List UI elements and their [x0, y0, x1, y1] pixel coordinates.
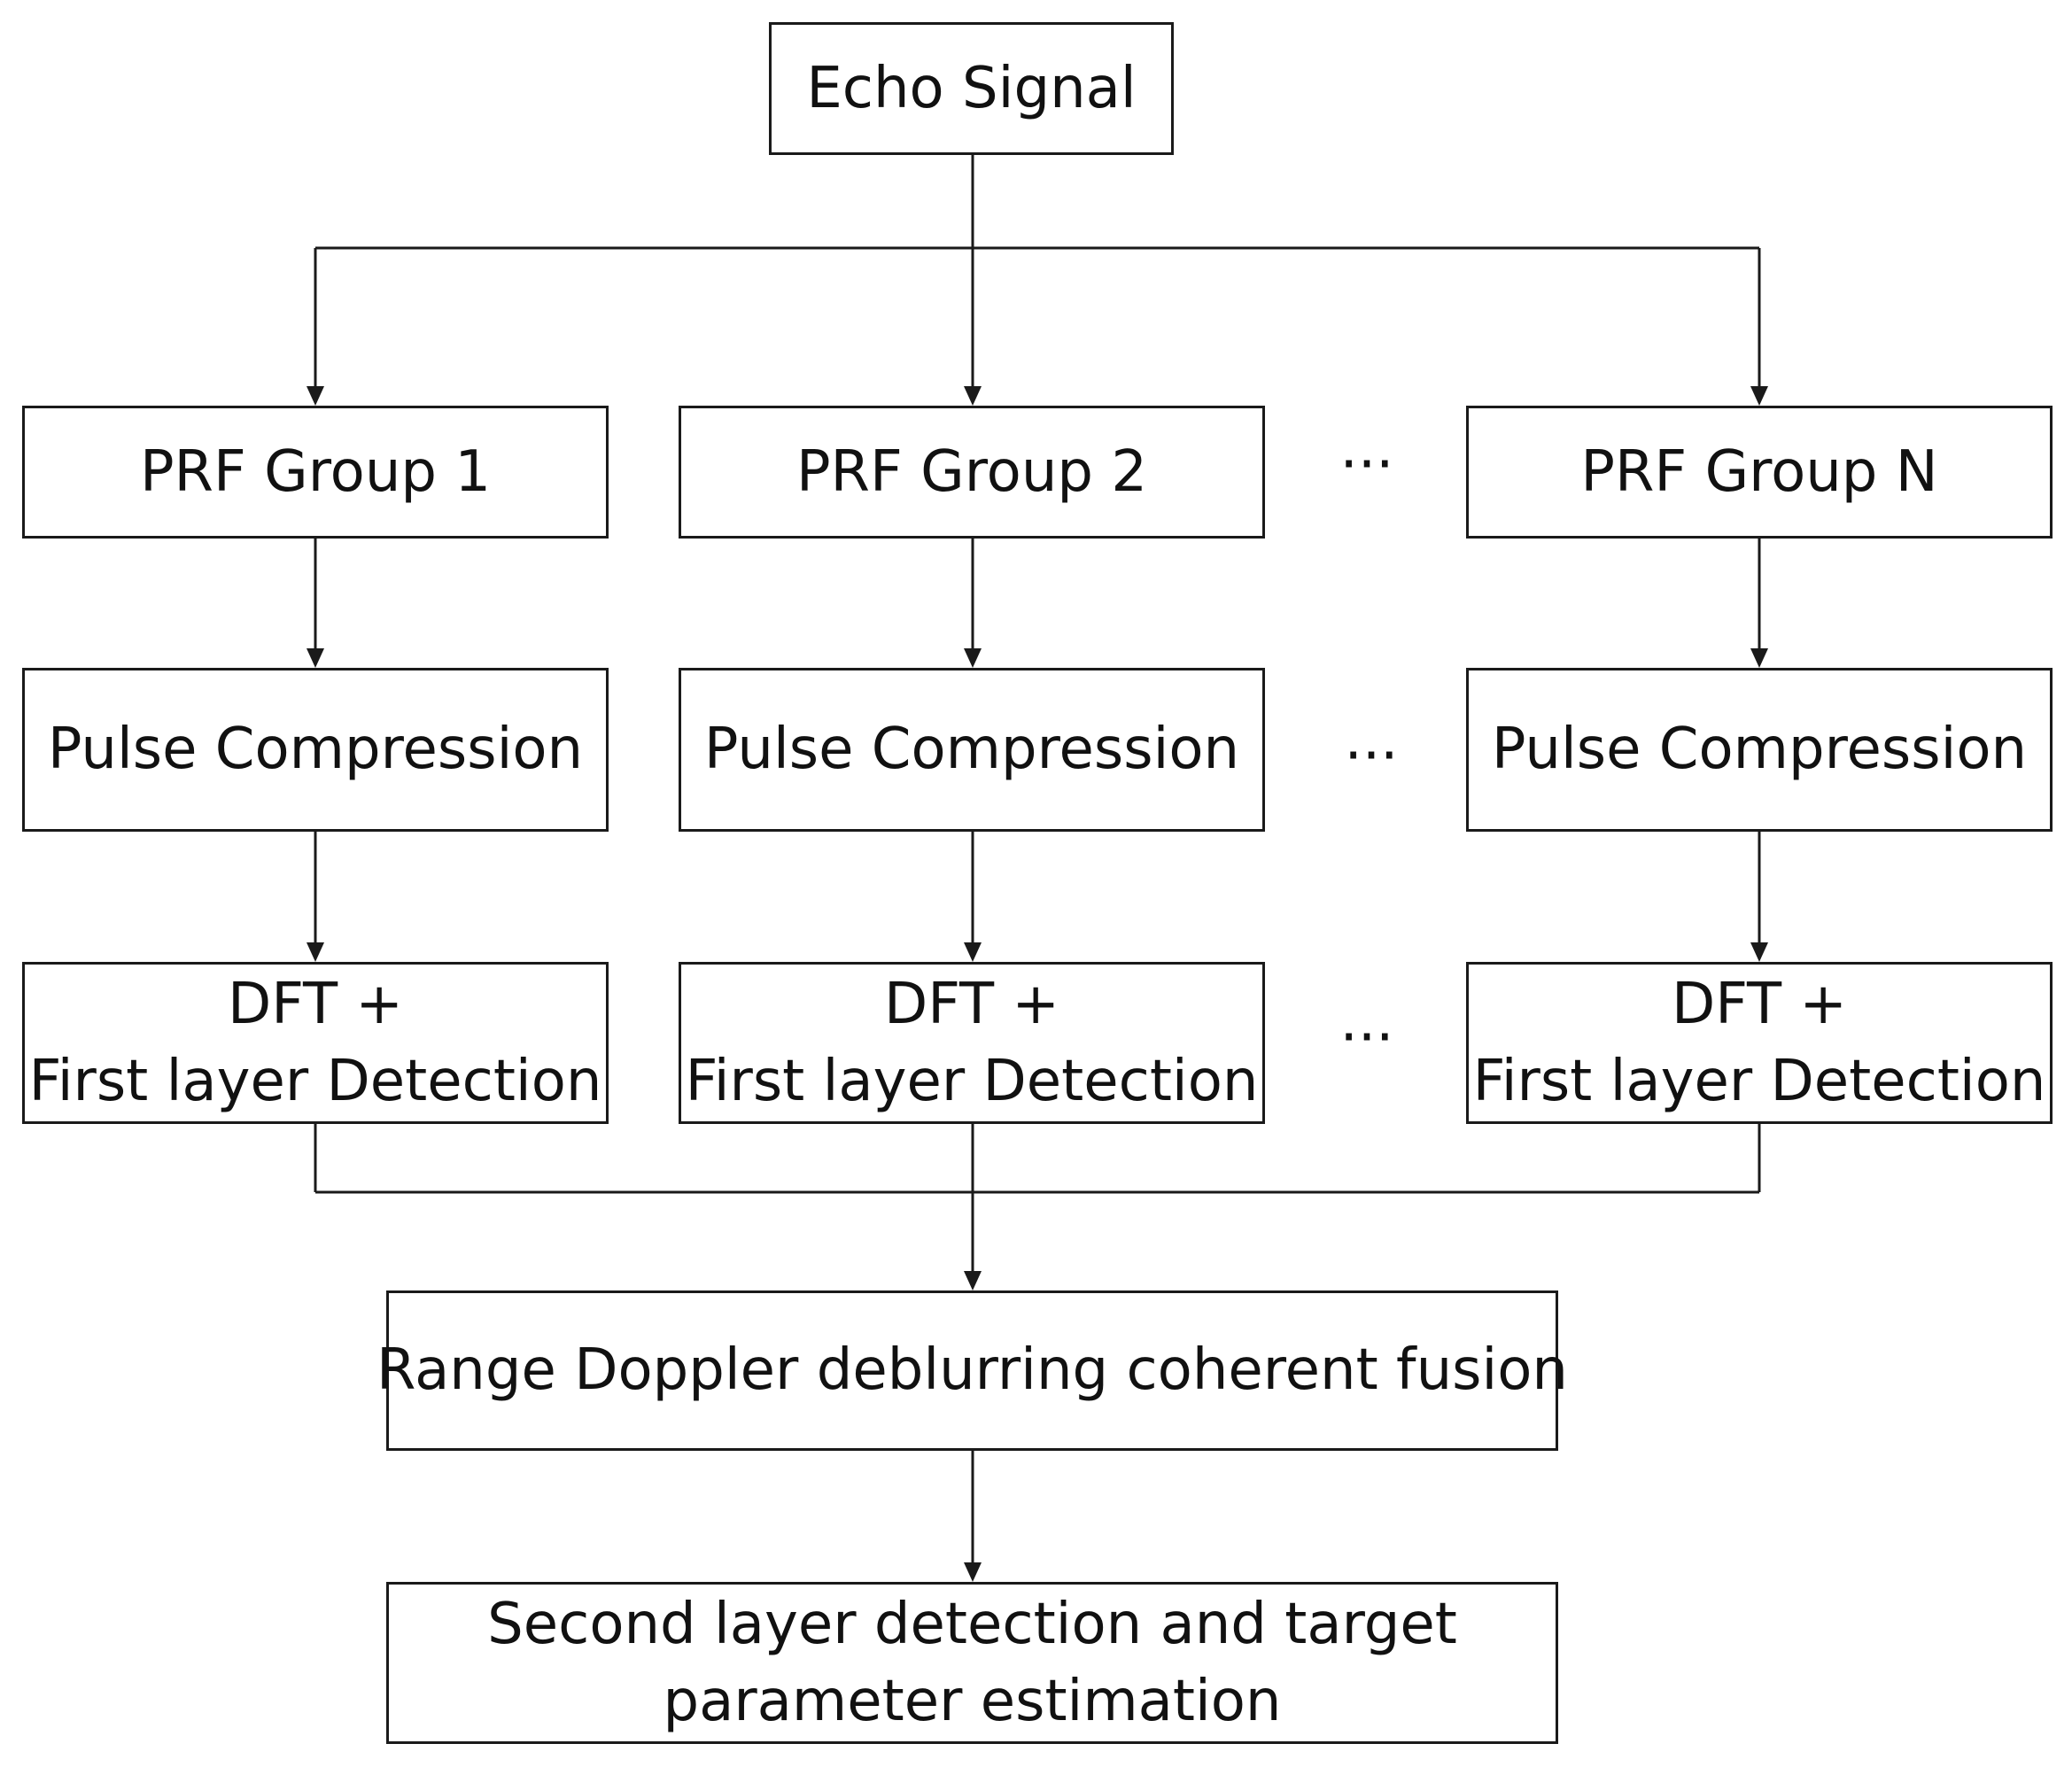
arrowhead-dft-1 — [307, 942, 324, 962]
dft-detection-2-node: DFT + First layer Detection — [679, 962, 1265, 1124]
arrowhead-pc-n — [1750, 648, 1768, 668]
pulse-compression-n-label: Pulse Compression — [1491, 717, 2028, 783]
prf-group-n-node: PRF Group N — [1466, 406, 2053, 539]
arrowhead-prf-2 — [964, 386, 982, 406]
dft-detection-1-line1: DFT + — [227, 972, 404, 1038]
dft-detection-2-line1: DFT + — [883, 972, 1060, 1038]
prf-group-n-label: PRF Group N — [1580, 438, 1938, 505]
echo-signal-label: Echo Signal — [806, 55, 1137, 121]
second-layer-detection-line1: Second layer detection and target — [487, 1592, 1457, 1658]
dft-detection-n-line1: DFT + — [1671, 972, 1848, 1038]
dft-detection-1-line2: First layer Detection — [28, 1048, 602, 1114]
arrowhead-dft-n — [1750, 942, 1768, 962]
arrowhead-pc-2 — [964, 648, 982, 668]
second-layer-detection-line2: parameter estimation — [663, 1668, 1282, 1734]
arrowhead-prf-n — [1750, 386, 1768, 406]
arrowhead-fusion — [964, 1271, 982, 1290]
ellipsis-dft-row: ··· — [1339, 1005, 1394, 1071]
ellipsis-prf-row: ··· — [1339, 432, 1394, 498]
coherent-fusion-label: Range Doppler deblurring coherent fusion — [376, 1337, 1568, 1404]
prf-group-2-label: PRF Group 2 — [795, 438, 1148, 505]
ellipsis-pulse-row: ··· — [1344, 724, 1399, 789]
arrowhead-pc-1 — [307, 648, 324, 668]
prf-group-2-node: PRF Group 2 — [679, 406, 1265, 539]
arrowhead-prf-1 — [307, 386, 324, 406]
pulse-compression-1-label: Pulse Compression — [47, 717, 584, 783]
prf-group-1-node: PRF Group 1 — [22, 406, 609, 539]
dft-detection-1-node: DFT + First layer Detection — [22, 962, 609, 1124]
prf-group-1-label: PRF Group 1 — [139, 438, 492, 505]
dft-detection-n-node: DFT + First layer Detection — [1466, 962, 2053, 1124]
arrowhead-final — [964, 1562, 982, 1582]
pulse-compression-n-node: Pulse Compression — [1466, 668, 2053, 832]
pulse-compression-1-node: Pulse Compression — [22, 668, 609, 832]
arrowhead-dft-2 — [964, 942, 982, 962]
pulse-compression-2-label: Pulse Compression — [703, 717, 1240, 783]
dft-detection-n-line2: First layer Detection — [1472, 1048, 2046, 1114]
coherent-fusion-node: Range Doppler deblurring coherent fusion — [376, 1290, 1568, 1451]
dft-detection-2-line2: First layer Detection — [685, 1048, 1259, 1114]
pulse-compression-2-node: Pulse Compression — [679, 668, 1265, 832]
second-layer-detection-node: Second layer detection and target parame… — [386, 1582, 1558, 1744]
echo-signal-node: Echo Signal — [769, 22, 1174, 155]
